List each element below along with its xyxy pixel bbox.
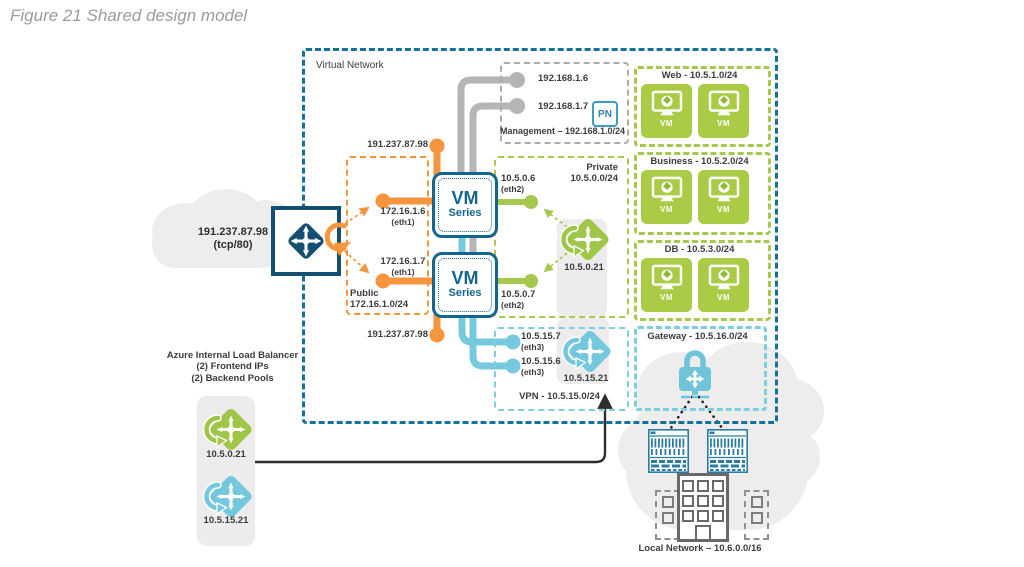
management-ip-2: 192.168.1.7 bbox=[538, 101, 589, 112]
private-if1-label: 10.5.0.6(eth2) bbox=[501, 173, 536, 195]
business-subnet-label: Business - 10.5.2.0/24 bbox=[650, 156, 749, 167]
vpn-lb-ip: 10.5.15.21 bbox=[563, 373, 609, 384]
vm-monitor-icon bbox=[708, 264, 740, 292]
ilb-cyan-load-balancer-icon bbox=[196, 474, 256, 519]
private-if2-label: 10.5.0.7(eth2) bbox=[501, 289, 536, 311]
router-icon bbox=[271, 206, 341, 276]
ilb-green-load-balancer-icon bbox=[196, 407, 256, 452]
db-subnet-box bbox=[634, 240, 771, 321]
vm-monitor-icon bbox=[708, 176, 740, 204]
public-if1-label: 172.16.1.6(eth1) bbox=[380, 206, 426, 228]
management-subnet-label: Management – 192.168.1.0/24 bbox=[499, 126, 626, 136]
building-icon bbox=[677, 473, 729, 542]
gateway-subnet-label: Gateway - 10.5.16.0/24 bbox=[647, 331, 748, 342]
private-lb-ip: 10.5.0.21 bbox=[564, 262, 604, 273]
vpn-gateway-lock-icon bbox=[672, 346, 718, 400]
db-subnet-label: DB - 10.5.3.0/24 bbox=[664, 244, 735, 255]
building-annex-right bbox=[744, 490, 769, 540]
public-subnet-box bbox=[346, 156, 429, 315]
figure-title: Figure 21 Shared design model bbox=[10, 6, 248, 25]
vm-tile-label: VM bbox=[717, 205, 730, 214]
onprem-firewall-rack-1 bbox=[648, 429, 689, 473]
vm-tile-label: VM bbox=[660, 119, 673, 128]
vm-tile-label: VM bbox=[717, 119, 730, 128]
eip-top-label: 191.237.87.98 bbox=[367, 139, 428, 150]
router-diamond-icon bbox=[283, 218, 329, 264]
management-ip-1: 192.168.1.6 bbox=[538, 73, 589, 84]
private-load-balancer-icon bbox=[553, 217, 613, 262]
vm-tile-label: VM bbox=[660, 293, 673, 302]
internet-ip-label: 191.237.87.98(tcp/80) bbox=[197, 226, 269, 252]
eip-bottom-label: 191.237.87.98 bbox=[367, 329, 428, 340]
vm-monitor-icon bbox=[651, 176, 683, 204]
vpn-subnet-label: VPN - 10.5.15.0/24 bbox=[519, 391, 600, 402]
vm-monitor-icon bbox=[651, 90, 683, 118]
business-subnet-box bbox=[634, 152, 771, 235]
db-vm-2: VM bbox=[698, 258, 749, 312]
vm-series-firewall-2: VM Series bbox=[432, 252, 498, 318]
building-door bbox=[695, 525, 711, 539]
local-network-label: Local Network – 10.6.0.0/16 bbox=[638, 543, 762, 554]
ilb-green-lb-ip: 10.5.0.21 bbox=[206, 449, 246, 460]
panorama-icon: PN bbox=[592, 101, 618, 127]
vpn-load-balancer-icon bbox=[555, 329, 615, 374]
virtual-network-label: Virtual Network bbox=[316, 60, 384, 71]
onprem-firewall-rack-2 bbox=[707, 429, 748, 473]
vm-tile-label: VM bbox=[660, 205, 673, 214]
db-vm-1: VM bbox=[641, 258, 692, 312]
vm-tile-label: VM bbox=[717, 293, 730, 302]
business-vm-1: VM bbox=[641, 170, 692, 224]
public-if2-label: 172.16.1.7(eth1) bbox=[380, 256, 426, 278]
vm-monitor-icon bbox=[651, 264, 683, 292]
vm-series-firewall-1: VM Series bbox=[432, 172, 498, 238]
business-vm-2: VM bbox=[698, 170, 749, 224]
web-subnet-box bbox=[634, 66, 771, 147]
vpn-if2-label: 10.5.15.6(eth3) bbox=[521, 356, 561, 378]
web-vm-1: VM bbox=[641, 84, 692, 138]
vpn-if1-label: 10.5.15.7(eth3) bbox=[521, 331, 561, 353]
ilb-cyan-lb-ip: 10.5.15.21 bbox=[203, 515, 249, 526]
web-vm-2: VM bbox=[698, 84, 749, 138]
ilb-note: Azure Internal Load Balancer(2) Frontend… bbox=[166, 350, 299, 384]
web-subnet-label: Web - 10.5.1.0/24 bbox=[661, 70, 738, 81]
vm-monitor-icon bbox=[708, 90, 740, 118]
